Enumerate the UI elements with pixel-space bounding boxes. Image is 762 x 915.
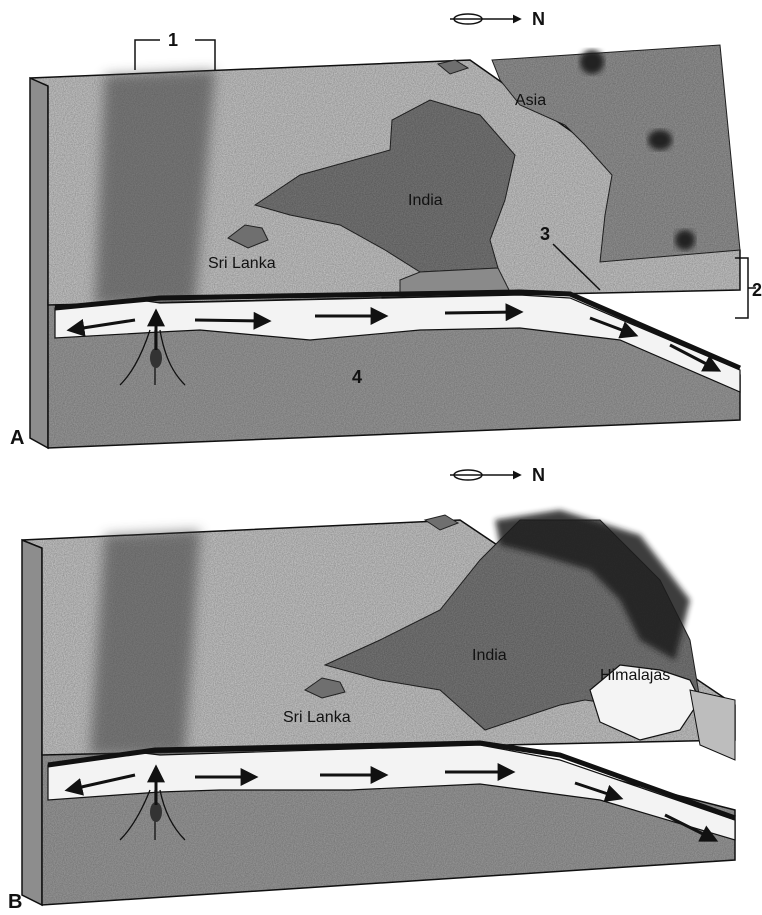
callout-1-ridge: 1	[168, 30, 178, 50]
north-label-a: N	[532, 9, 545, 29]
sri-lanka-label-b: Sri Lanka	[283, 709, 351, 726]
panel-a: N Asia India Sri Lanka 1 2 3 4 A	[10, 9, 762, 449]
mid-ocean-ridge	[95, 70, 215, 305]
north-label-b: N	[532, 465, 545, 485]
callout-4-mantle: 4	[352, 367, 362, 387]
india-label-b: India	[472, 647, 507, 664]
sri-lanka-label-a: Sri Lanka	[208, 255, 276, 272]
himalayas-label: Himalajas	[600, 667, 670, 684]
north-arrow-a: N	[450, 9, 545, 29]
callout-2-plate-thickness: 2	[752, 280, 762, 300]
panel-label-a: A	[10, 427, 24, 449]
panel-label-b: B	[8, 891, 22, 913]
block-left-face-b	[22, 540, 42, 905]
mid-ocean-ridge-b	[90, 530, 200, 755]
india-label-a: India	[408, 192, 443, 209]
north-arrow-b: N	[450, 465, 545, 485]
panel-b: N India Himalajas Sri Lanka B	[8, 465, 735, 913]
callout-3-subduction: 3	[540, 224, 550, 244]
block-left-face	[30, 78, 48, 448]
asia-label: Asia	[515, 92, 546, 109]
